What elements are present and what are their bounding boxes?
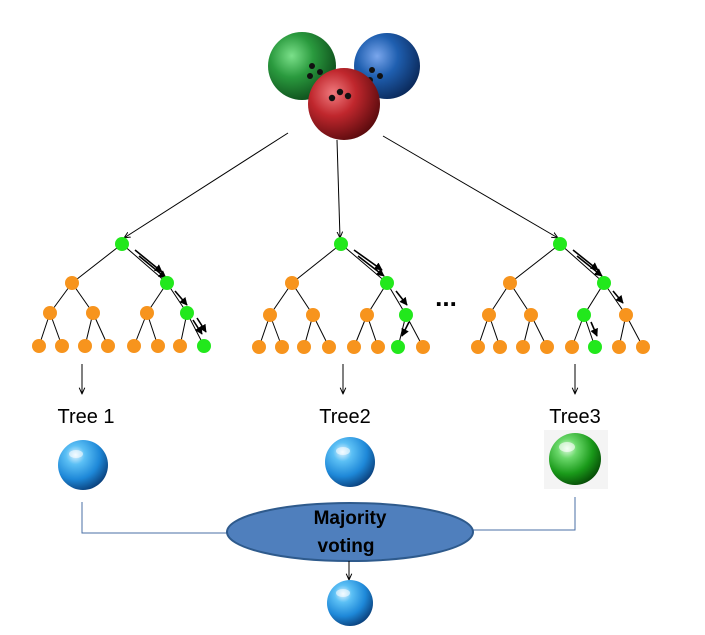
decision-path-arrow	[612, 290, 624, 304]
tree-1	[32, 237, 211, 353]
decision-path-arrow	[590, 321, 598, 337]
input-arrows	[124, 132, 558, 238]
tree-node-active	[197, 339, 211, 353]
tree-2	[252, 237, 430, 354]
tree-node	[151, 339, 165, 353]
tree-node	[516, 340, 530, 354]
ellipsis-text: ...	[435, 282, 457, 312]
tree-node	[297, 340, 311, 354]
tree-edge	[121, 243, 168, 284]
tree-node	[306, 308, 320, 322]
bowling-ball-icon	[308, 68, 380, 140]
tree-results	[58, 430, 608, 490]
tree-node-active	[334, 237, 348, 251]
ball-icon	[58, 440, 108, 490]
tree-node	[173, 339, 187, 353]
tree-node-active	[115, 237, 129, 251]
tree-label-2: Tree2	[319, 406, 371, 428]
tree-node	[78, 339, 92, 353]
tree-node	[101, 339, 115, 353]
decision-trees	[32, 237, 650, 354]
tree-node-active	[399, 308, 413, 322]
tree-label-3: Tree3	[549, 406, 601, 428]
tree-node	[275, 340, 289, 354]
voting-label-line1: Majority	[314, 508, 387, 529]
tree-edge	[71, 243, 123, 284]
tree-node	[86, 306, 100, 320]
tree-3	[471, 237, 650, 354]
tree-node-active	[380, 276, 394, 290]
decision-path-arrow	[134, 249, 163, 273]
tree-node	[322, 340, 336, 354]
tree-node	[360, 308, 374, 322]
tree-node	[347, 340, 361, 354]
decision-path-arrow	[174, 290, 188, 306]
tree-node	[43, 306, 57, 320]
tree-node-active	[180, 306, 194, 320]
tree-node	[503, 276, 517, 290]
tree-node	[416, 340, 430, 354]
tree-node	[140, 306, 154, 320]
tree-node-active	[160, 276, 174, 290]
decision-path-arrow	[395, 290, 408, 306]
tree-node	[493, 340, 507, 354]
tree-node-active	[597, 276, 611, 290]
tree-node	[285, 276, 299, 290]
decision-path-arrow	[138, 255, 167, 279]
tree-node	[612, 340, 626, 354]
tree-node	[127, 339, 141, 353]
tree-node	[263, 308, 277, 322]
tree-node	[482, 308, 496, 322]
decision-path-arrow	[357, 255, 385, 277]
decision-path-arrow	[196, 317, 207, 333]
tree-node-active	[577, 308, 591, 322]
tree-node	[252, 340, 266, 354]
tree-output-arrows	[82, 364, 575, 394]
tree-node	[636, 340, 650, 354]
tree-node	[32, 339, 46, 353]
voting-connectors	[81, 497, 576, 534]
tree-node	[540, 340, 554, 354]
decision-path-arrow	[572, 249, 599, 271]
tree-node	[371, 340, 385, 354]
tree-edge	[509, 243, 561, 284]
tree-node	[565, 340, 579, 354]
tree-edge	[559, 243, 605, 284]
voting-label-line2: voting	[318, 536, 375, 557]
tree-edge	[340, 243, 388, 284]
tree-edge	[291, 243, 342, 284]
tree-node	[619, 308, 633, 322]
tree-node	[65, 276, 79, 290]
decision-path-arrow	[353, 249, 383, 271]
decision-path-arrow	[576, 255, 603, 277]
tree-node	[524, 308, 538, 322]
ball-icon	[325, 437, 375, 487]
majority-voting-node: Majority voting	[226, 502, 474, 562]
tree-node-active	[391, 340, 405, 354]
ball-icon	[544, 430, 608, 489]
tree-node-active	[553, 237, 567, 251]
tree-node	[55, 339, 69, 353]
ball-icon	[327, 580, 373, 626]
tree-node	[471, 340, 485, 354]
tree-label-1: Tree 1	[57, 406, 114, 428]
tree-node-active	[588, 340, 602, 354]
input-balls	[268, 32, 420, 140]
decision-path-arrow	[401, 321, 410, 337]
